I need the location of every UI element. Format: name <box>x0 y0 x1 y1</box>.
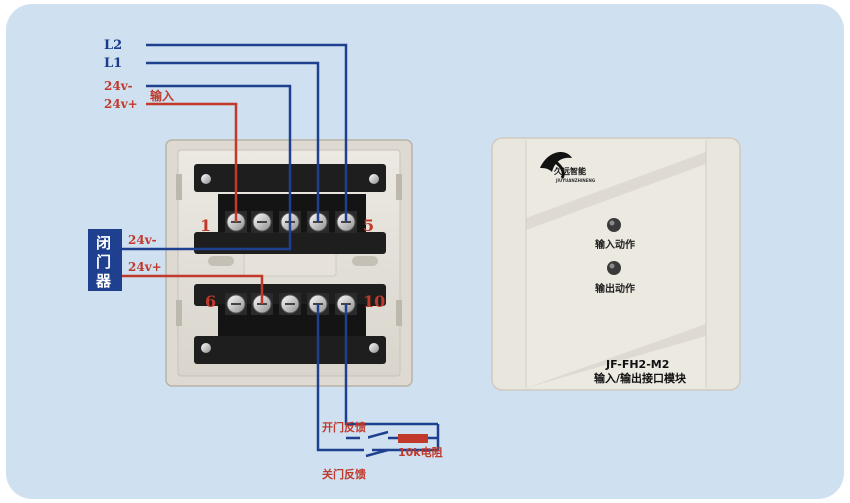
wire-closer-24v-minus <box>122 222 292 251</box>
led-input-label: 输入动作 <box>595 238 635 251</box>
door-closer-char-3: 器 <box>95 272 112 290</box>
label-l2: L2 <box>104 38 122 53</box>
lower-terminal-screws <box>225 293 357 315</box>
door-closer-box <box>88 229 122 291</box>
open-switch <box>365 430 389 440</box>
open-feedback-label: 开门反馈 <box>322 420 366 434</box>
label-l1: L1 <box>104 56 122 71</box>
wire-l2 <box>146 43 348 222</box>
module-description: 输入/输出接口模块 <box>594 371 687 385</box>
resistor-label: 10k电阻 <box>398 445 443 459</box>
module-model: JF-FH2-M2 <box>605 358 669 371</box>
wire-closer-24v-plus <box>122 274 264 304</box>
close-feedback-label: 关门反馈 <box>322 467 366 481</box>
resistor <box>398 434 428 443</box>
wire-feedback-10 <box>344 304 438 426</box>
terminal-1-label: 1 <box>200 216 211 235</box>
wire-l1 <box>146 61 320 222</box>
label-input: 输入 <box>150 88 174 103</box>
wire-24v-plus <box>146 102 238 222</box>
label-24v-minus: 24v- <box>104 79 133 93</box>
close-switch <box>365 448 389 458</box>
terminal-5-label: 5 <box>363 216 374 235</box>
terminal-6-label: 6 <box>205 292 216 311</box>
closer-label-24v-minus: 24v- <box>128 233 157 247</box>
wire-24v-minus <box>146 84 292 222</box>
brand-logo <box>540 152 572 179</box>
door-closer-char-2: 门 <box>96 253 111 271</box>
door-closer-char-1: 闭 <box>96 234 111 252</box>
brand-sub: JIUYUANZHINENG <box>555 178 595 183</box>
led-output-label: 输出动作 <box>595 282 635 295</box>
label-24v-plus: 24v+ <box>104 97 138 111</box>
closer-label-24v-plus: 24v+ <box>128 260 162 274</box>
terminal-10-label: 10 <box>363 292 385 311</box>
module-faceplate <box>491 137 741 391</box>
brand-text: 久远智能 <box>553 166 586 176</box>
